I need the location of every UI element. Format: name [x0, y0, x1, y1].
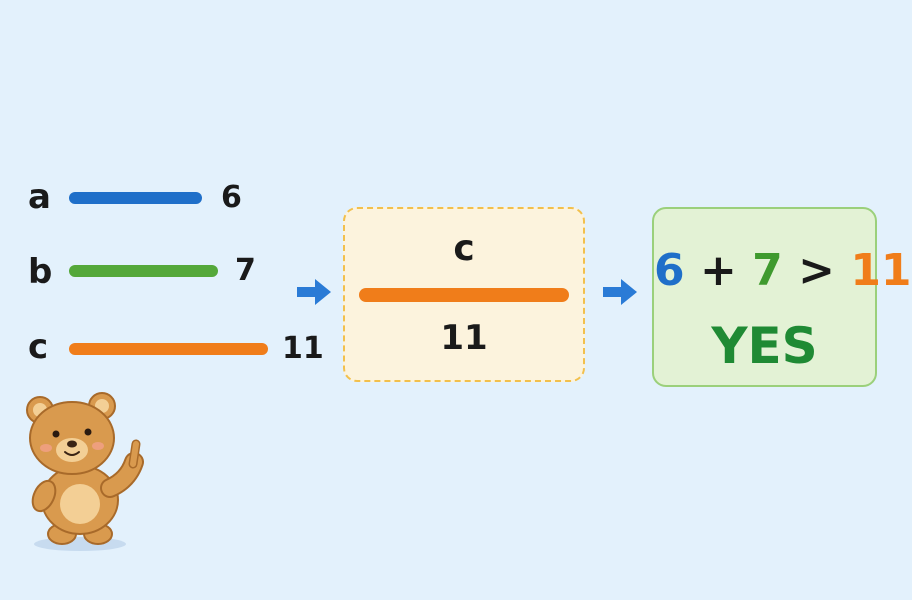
segment-c-label: c — [28, 327, 49, 367]
segment-c-value: 11 — [282, 331, 324, 366]
inequality-a-value: 6 — [654, 245, 685, 296]
greater-than-sign: > — [798, 245, 835, 296]
segment-b-label: b — [28, 252, 53, 292]
segment-a-bar — [69, 192, 202, 204]
longest-side-name: c — [453, 228, 475, 269]
longest-side-bar — [359, 288, 569, 302]
segment-a-value: 6 — [221, 180, 242, 215]
longest-side-value: 11 — [440, 318, 488, 358]
teddy-bear-mascot — [26, 392, 144, 551]
result-box: 6 + 7 > 11 YES — [652, 207, 912, 387]
right-arrow-icon — [297, 279, 331, 305]
segment-b-value: 7 — [235, 253, 256, 288]
segment-b-bar — [69, 265, 218, 277]
right-arrow-icon — [603, 279, 637, 305]
inequality: 6 + 7 > 11 — [654, 249, 912, 293]
verdict-text: YES — [711, 317, 818, 375]
longest-side-box: c 11 — [343, 207, 585, 382]
inequality-b-value: 7 — [752, 245, 783, 296]
segment-a-label: a — [28, 177, 51, 217]
plus-sign: + — [699, 245, 737, 296]
segment-c-bar — [69, 343, 268, 355]
inequality-c-value: 11 — [850, 245, 912, 296]
